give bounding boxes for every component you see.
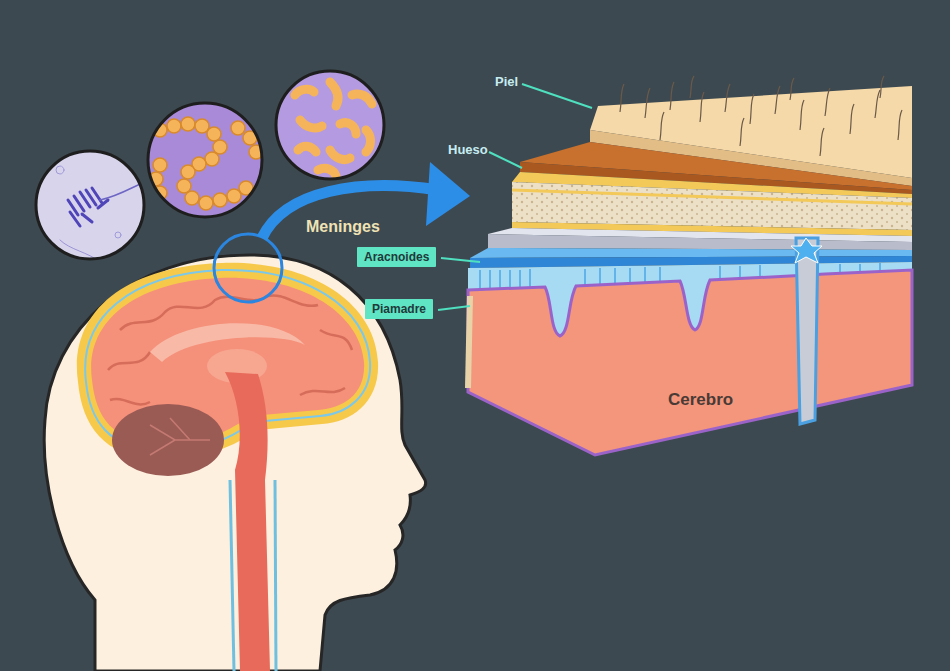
- callout-text: Piamadre: [372, 302, 426, 316]
- arrow-label: Meninges: [306, 218, 380, 236]
- callout-box: Aracnoides: [357, 247, 436, 267]
- leader-lines: [438, 84, 592, 310]
- layer-label: Hueso: [448, 142, 488, 157]
- meninges-cross-section: [468, 76, 912, 455]
- zoom-arrow: [214, 162, 470, 302]
- bacteria-micrographs: [36, 71, 384, 262]
- callout-box: Piamadre: [365, 299, 433, 319]
- layer-label: Cerebro: [668, 390, 733, 410]
- layer-label: Piel: [495, 74, 518, 89]
- callout-text: Aracnoides: [364, 250, 429, 264]
